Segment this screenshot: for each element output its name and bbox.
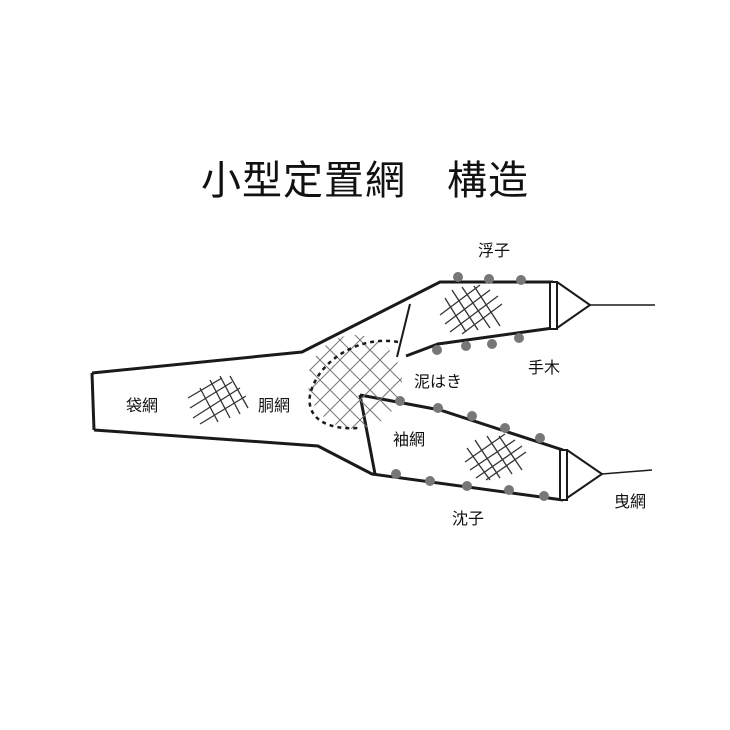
lower-tegi <box>559 449 653 501</box>
label-tegi: 手木 <box>528 358 560 377</box>
label-chinshi: 沈子 <box>452 509 484 528</box>
net-upper-edge <box>91 280 553 375</box>
lower-wing-inner-edge <box>359 393 564 452</box>
upper-wing-mesh <box>439 284 503 335</box>
upper-wing-inner-edge <box>405 326 554 358</box>
bag-net-end <box>90 372 96 431</box>
label-hiki-ami: 曳網 <box>614 492 646 511</box>
sinkers-lower <box>391 396 549 501</box>
label-do-ami: 胴網 <box>258 396 290 415</box>
upper-tegi <box>549 281 655 330</box>
label-fukuro-ami: 袋網 <box>126 396 158 415</box>
net-lower-edge <box>93 428 564 502</box>
label-sode-ami: 袖網 <box>393 430 425 449</box>
floats-upper <box>432 272 526 355</box>
label-ukiko: 浮子 <box>478 241 510 260</box>
lower-wing-mesh <box>464 433 527 481</box>
lower-wing-left-edge <box>358 394 377 475</box>
bag-net-mesh <box>187 375 249 425</box>
label-dorohaki: 泥はき <box>414 372 462 391</box>
diagram-title: 小型定置網 構造 <box>201 158 529 204</box>
upper-wing-divider <box>396 303 411 358</box>
